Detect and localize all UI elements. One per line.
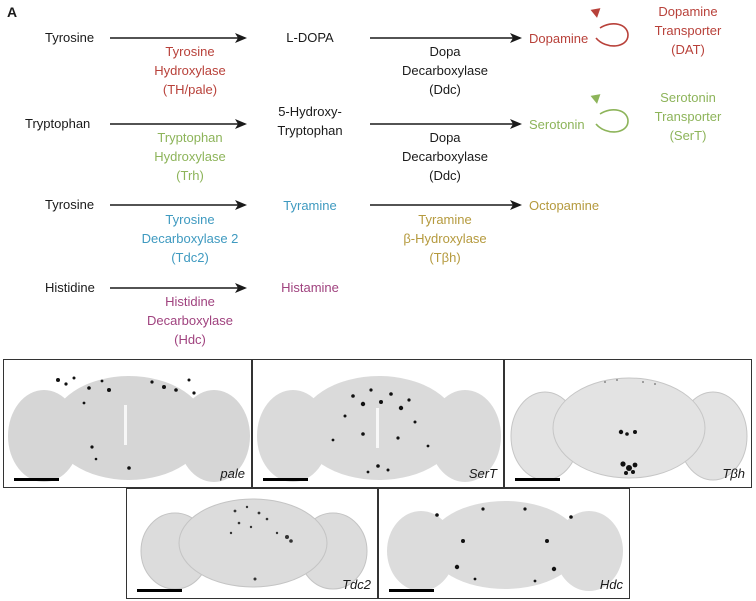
row3-substrate: Tyrosine — [45, 197, 95, 212]
dat-reuptake-arrow — [595, 23, 629, 47]
brain-silhouette-sert — [257, 376, 501, 482]
scale-bar — [515, 478, 560, 481]
row1-enzyme1: Tyrosine Hydroxylase (TH/pale) — [154, 44, 226, 97]
brain-silhouette-pale — [8, 376, 250, 482]
brain-silhouette-tdc2 — [140, 498, 368, 590]
panel-a-label: A — [7, 4, 18, 20]
brain-image-pale: pale — [3, 359, 252, 488]
brain-image-tbh: Tβh — [504, 359, 752, 488]
row2-intermediate: 5-Hydroxy- Tryptophan — [277, 104, 343, 138]
row2-transporter: Serotonin Transporter (SerT) — [654, 90, 722, 143]
brain-image-hdc: Hdc — [378, 488, 630, 599]
row2-enzyme2: Dopa Decarboxylase (Ddc) — [402, 130, 488, 183]
row2-enzyme1: Tryptophan Hydroxylase (Trh) — [154, 130, 226, 183]
row4-enzyme1: Histidine Decarboxylase (Hdc) — [147, 294, 233, 347]
row3-enzyme2: Tyramine β-Hydroxylase (Tβh) — [403, 212, 487, 265]
scale-bar — [389, 589, 434, 592]
row3-product: Octopamine — [529, 198, 600, 213]
row2-substrate: Tryptophan — [25, 116, 91, 131]
row1-product: Dopamine — [529, 31, 589, 46]
row2-product: Serotonin — [529, 117, 585, 132]
gene-label-tbh: Tβh — [722, 466, 745, 481]
brain-image-tdc2: Tdc2 — [126, 488, 378, 599]
gene-label-tdc2: Tdc2 — [342, 577, 371, 592]
row1-intermediate: L-DOPA — [286, 30, 334, 45]
gene-label-hdc: Hdc — [599, 577, 623, 592]
gene-label-pale: pale — [220, 466, 245, 481]
gene-label-sert: SerT — [468, 466, 497, 481]
sert-reuptake-arrow — [595, 109, 629, 133]
row4-product: Histamine — [281, 280, 339, 295]
brain-silhouette-tbh — [510, 377, 748, 481]
row4-substrate: Histidine — [45, 280, 95, 295]
brain-image-sert: SerT — [252, 359, 504, 488]
brain-silhouette-hdc — [387, 501, 623, 591]
scale-bar — [137, 589, 182, 592]
scale-bar — [263, 478, 308, 481]
row3-intermediate: Tyramine — [283, 198, 337, 213]
row1-transporter: Dopamine Transporter (DAT) — [654, 4, 722, 57]
row1-enzyme2: Dopa Decarboxylase (Ddc) — [402, 44, 488, 97]
row1-substrate: Tyrosine — [45, 30, 95, 45]
scale-bar — [14, 478, 59, 481]
row3-enzyme1: Tyrosine Decarboxylase 2 (Tdc2) — [141, 212, 239, 265]
